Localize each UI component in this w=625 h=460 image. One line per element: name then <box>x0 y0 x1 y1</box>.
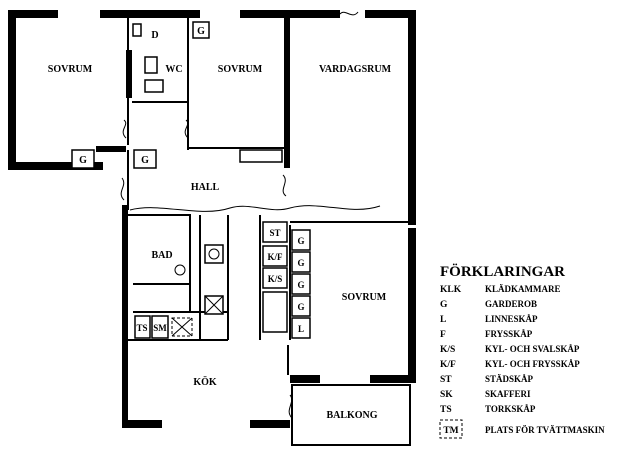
room-label-kok: KÖK <box>193 375 217 388</box>
legend-desc: TORKSKÅP <box>485 404 536 414</box>
legend-code: ST <box>440 375 452 385</box>
closet-label-kf: K/F <box>268 252 284 262</box>
legend-desc: KYL- OCH FRYSSKÅP <box>485 359 580 369</box>
legend-desc: SKAFFERI <box>485 389 531 399</box>
room-label-hall: HALL <box>191 182 220 193</box>
closet-label-sm: SM <box>153 323 167 333</box>
closet-label-ts: TS <box>136 323 147 333</box>
room-label-wc: WC <box>165 64 182 75</box>
legend-code: KLK <box>440 285 462 295</box>
legend-code: G <box>440 300 448 310</box>
legend: FÖRKLARINGAR KLK KLÄDKAMMARE G GARDEROB … <box>439 263 605 439</box>
wall-break-marks <box>120 11 381 419</box>
legend-desc: STÄDSKÅP <box>485 374 534 384</box>
closet-label-ks: K/S <box>268 274 283 284</box>
closet-label-g3: G <box>297 280 304 290</box>
closet-label-st: ST <box>269 228 280 238</box>
legend-desc: KLÄDKAMMARE <box>485 284 561 294</box>
room-label-sovrum-mid: SOVRUM <box>218 64 263 75</box>
legend-desc: FRYSSKÅP <box>485 329 533 339</box>
room-label-vardagsrum: VARDAGSRUM <box>319 64 392 75</box>
closet-label-g-top: G <box>197 26 205 37</box>
interior-walls <box>126 18 411 446</box>
fixtures <box>132 23 224 339</box>
room-labels: SOVRUM D WC G SOVRUM VARDAGSRUM G G HALL… <box>48 21 392 421</box>
legend-code: TS <box>440 405 452 415</box>
legend-code: K/F <box>440 360 456 370</box>
closet-label-g1: G <box>297 236 304 246</box>
closet-label-g4: G <box>297 302 304 312</box>
room-label-bad: BAD <box>151 250 172 261</box>
legend-code: K/S <box>440 345 455 355</box>
legend-code: SK <box>440 390 453 400</box>
closet-label-g-hall: G <box>141 155 149 166</box>
room-label-sovrum-right: SOVRUM <box>342 292 387 303</box>
closet-label-l: L <box>298 324 304 334</box>
legend-desc: GARDEROB <box>485 299 537 309</box>
legend-code: F <box>440 330 446 340</box>
outer-walls <box>8 10 416 428</box>
closet-label-g2: G <box>297 258 304 268</box>
legend-desc: LINNESKÅP <box>485 314 538 324</box>
legend-tm-code: TM <box>443 426 458 436</box>
legend-title: FÖRKLARINGAR <box>440 263 565 280</box>
room-label-balkong: BALKONG <box>326 410 377 421</box>
tm-symbol-icon <box>439 419 463 439</box>
legend-code: L <box>440 315 446 325</box>
room-label-sovrum-left: SOVRUM <box>48 64 93 75</box>
legend-tm-desc: PLATS FÖR TVÄTTMASKIN <box>485 425 605 435</box>
closet-label-g-left: G <box>79 155 87 166</box>
legend-desc: KYL- OCH SVALSKÅP <box>485 344 580 354</box>
room-label-d: D <box>151 30 158 41</box>
